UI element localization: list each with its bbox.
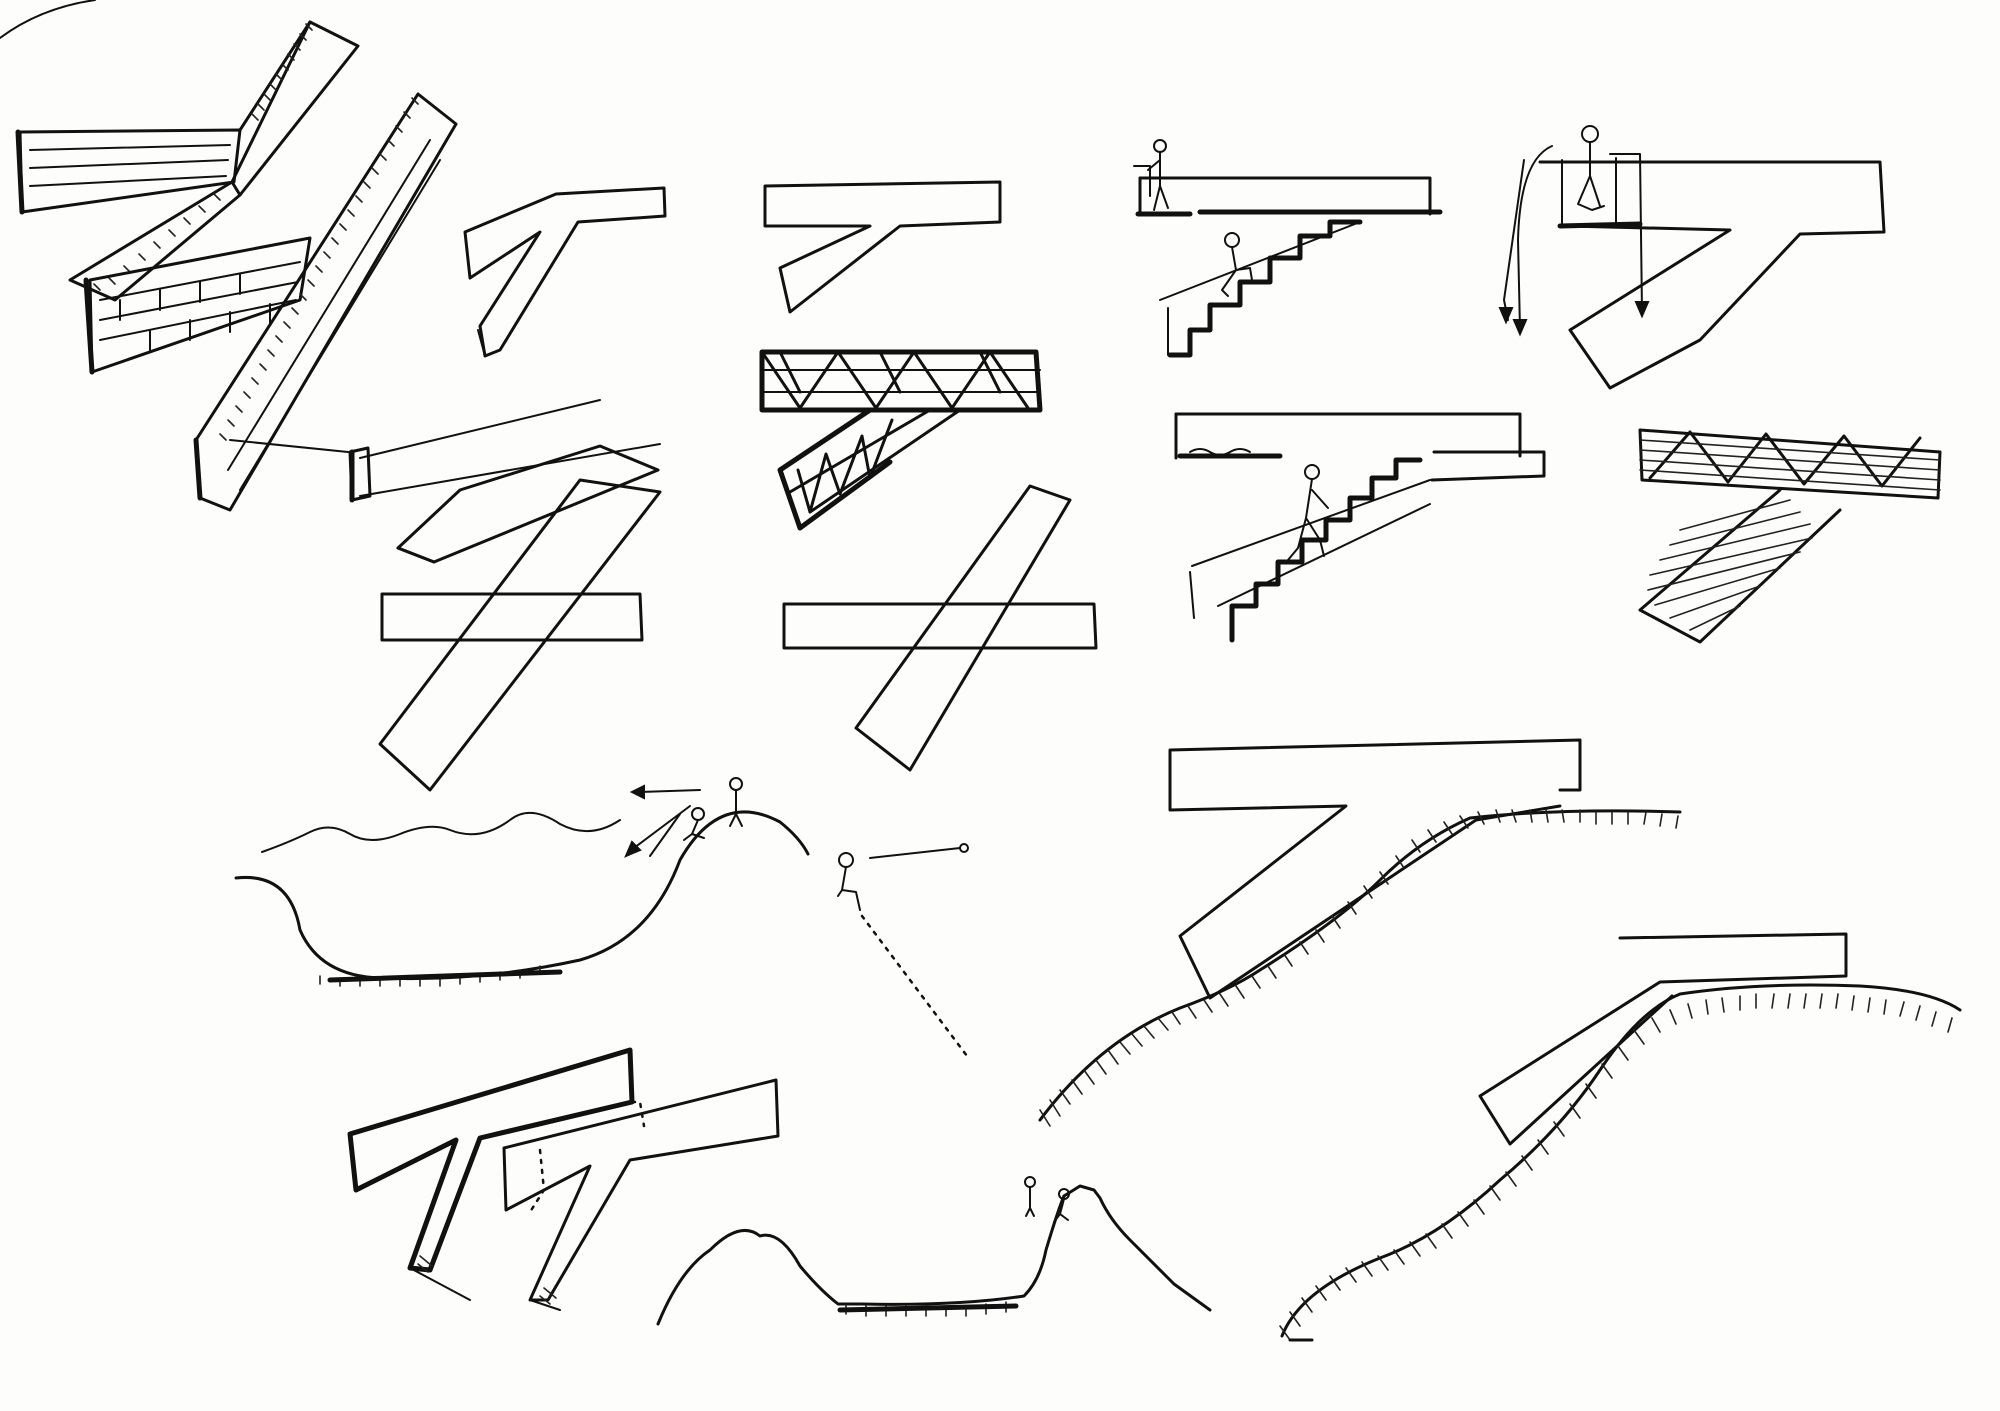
bent-slab-small: [463, 186, 667, 358]
bent-slab-outline: [763, 180, 1002, 314]
slab-on-plank: [359, 399, 661, 564]
hatched-truss-joint: [1638, 428, 1942, 644]
crossing-slabs-plan-a: [378, 478, 662, 792]
slab-over-terrain-a: [1038, 738, 1682, 1127]
space-truss-joint: [759, 349, 1043, 531]
valley-hill-section: [234, 777, 972, 1062]
viewing-platform-section: [1498, 125, 1886, 390]
stair-section-figures: [1133, 139, 1443, 358]
slab-over-terrain-b: [1279, 932, 1962, 1342]
timber-beams-perspective: [15, 20, 458, 512]
double-bent-slab: [347, 1047, 780, 1311]
stair-section-climber: [1174, 412, 1546, 643]
ravine-section: [656, 1176, 1212, 1326]
crossing-slabs-plan-b: [782, 484, 1098, 772]
corner-arc: [0, 0, 96, 39]
